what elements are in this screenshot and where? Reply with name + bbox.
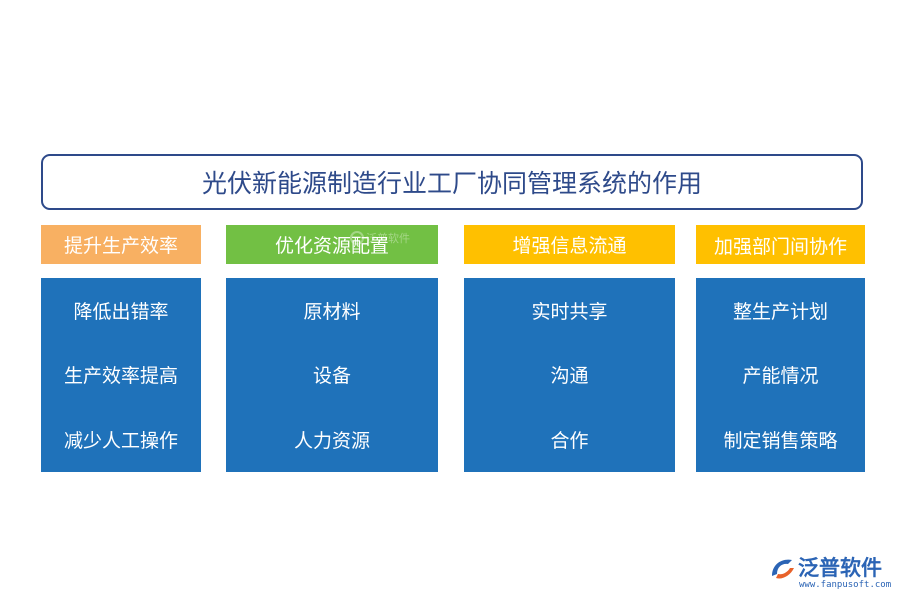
- diagram-title-text: 光伏新能源制造行业工厂协同管理系统的作用: [201, 169, 702, 198]
- column-body-collaboration: 整生产计划 产能情况 制定销售策略: [696, 278, 865, 472]
- list-item: 原材料: [303, 300, 361, 323]
- column-header-information: 增强信息流通: [464, 225, 675, 264]
- column-header-label: 加强部门间协作: [713, 236, 847, 258]
- list-item: 整生产计划: [732, 300, 828, 323]
- list-item: 制定销售策略: [723, 430, 838, 453]
- list-item: 减少人工操作: [63, 430, 178, 453]
- column-body-information: 实时共享 沟通 合作: [464, 278, 675, 472]
- brand-url: www.fanpusoft.com: [799, 580, 892, 590]
- column-header-label: 提升生产效率: [63, 235, 178, 257]
- diagram-title: 光伏新能源制造行业工厂协同管理系统的作用: [41, 154, 863, 210]
- list-item: 实时共享: [531, 300, 608, 323]
- list-item: 降低出错率: [73, 300, 169, 323]
- brand-logo-icon: [772, 559, 794, 579]
- column-body-efficiency: 降低出错率 生产效率提高 减少人工操作: [41, 278, 201, 472]
- list-item: 产能情况: [742, 365, 819, 388]
- list-item: 生产效率提高: [63, 365, 178, 388]
- list-item: 设备: [312, 365, 351, 388]
- brand-name: 泛普软件: [798, 556, 882, 580]
- column-header-label: 优化资源配置: [274, 235, 389, 257]
- brand-logo: 泛普软件 www.fanpusoft.com: [768, 552, 892, 596]
- column-header-label: 增强信息流通: [512, 235, 627, 257]
- column-header-resources: 优化资源配置: [226, 225, 438, 264]
- column-body-resources: 原材料 设备 人力资源: [226, 278, 438, 472]
- list-item: 合作: [550, 430, 589, 453]
- column-header-collaboration: 加强部门间协作: [696, 225, 865, 264]
- column-header-efficiency: 提升生产效率: [41, 225, 201, 264]
- list-item: 沟通: [550, 365, 589, 388]
- list-item: 人力资源: [293, 430, 370, 453]
